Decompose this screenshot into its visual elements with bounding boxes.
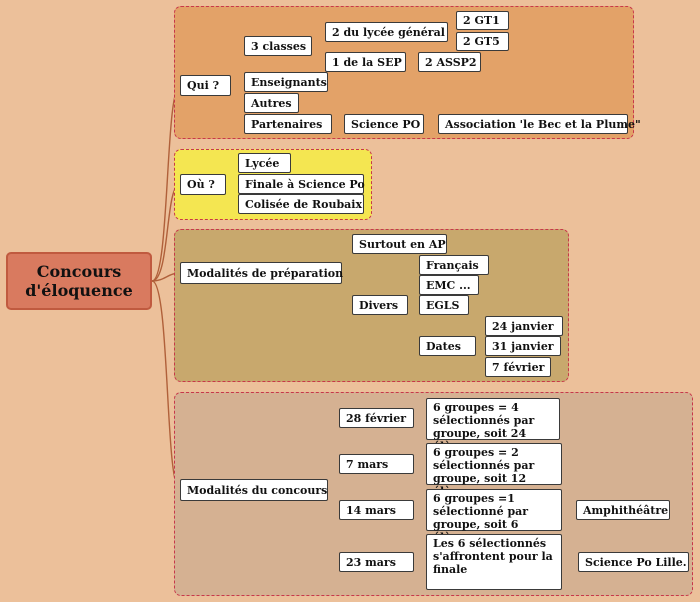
colisee-node[interactable]: Colisée de Roubaix xyxy=(238,194,364,214)
enseignants-node[interactable]: Enseignants xyxy=(244,72,328,92)
surtout-ap-node[interactable]: Surtout en AP xyxy=(352,234,447,254)
trois-classes-node[interactable]: 3 classes xyxy=(244,36,312,56)
dates-node[interactable]: Dates xyxy=(419,336,476,356)
date-14-mars-node[interactable]: 14 mars xyxy=(339,500,414,520)
ou-node[interactable]: Où ? xyxy=(180,174,226,195)
d3-description-node[interactable]: 6 groupes =1 sélectionné par groupe, soi… xyxy=(426,489,562,544)
date-7-fevrier-node[interactable]: 7 février xyxy=(485,357,551,377)
autres-node[interactable]: Autres xyxy=(244,93,299,113)
association-node[interactable]: Association 'le Bec et la Plume" xyxy=(438,114,641,134)
lycee-general-node[interactable]: 2 du lycée général xyxy=(325,22,448,42)
root-topic[interactable]: Concours d'éloquence xyxy=(6,252,152,310)
date-31-janvier-node[interactable]: 31 janvier xyxy=(485,336,561,356)
gt5-node[interactable]: 2 GT5 xyxy=(456,32,509,51)
divers-node[interactable]: Divers xyxy=(352,295,408,315)
date-24-janvier-node[interactable]: 24 janvier xyxy=(485,316,563,336)
gt1-node[interactable]: 2 GT1 xyxy=(456,11,509,30)
date-23-mars-node[interactable]: 23 mars xyxy=(339,552,414,572)
science-po-lille-node[interactable]: Science Po Lille. xyxy=(578,552,689,572)
finale-node[interactable]: Finale à Science Po xyxy=(238,174,365,194)
d2-description-node[interactable]: 6 groupes = 2 sélectionnés par groupe, s… xyxy=(426,443,562,498)
science-po-node[interactable]: Science PO xyxy=(344,114,424,134)
assp2-node[interactable]: 2 ASSP2 xyxy=(418,52,481,72)
sep-node[interactable]: 1 de la SEP xyxy=(325,52,406,72)
d1-description-node[interactable]: 6 groupes = 4 sélectionnés par groupe, s… xyxy=(426,398,560,453)
francais-node[interactable]: Français xyxy=(419,255,489,275)
qui-node[interactable]: Qui ? xyxy=(180,75,231,96)
lycee-node[interactable]: Lycée xyxy=(238,153,291,173)
amphitheatre-node[interactable]: Amphithéâtre xyxy=(576,500,670,520)
partenaires-node[interactable]: Partenaires xyxy=(244,114,332,134)
date-28-fevrier-node[interactable]: 28 février xyxy=(339,408,414,428)
egls-node[interactable]: EGLS xyxy=(419,295,469,315)
d4-description-node[interactable]: Les 6 sélectionnés s'affrontent pour la … xyxy=(426,534,562,590)
concours-node[interactable]: Modalités du concours xyxy=(180,479,328,501)
preparation-node[interactable]: Modalités de préparation xyxy=(180,262,343,284)
date-7-mars-node[interactable]: 7 mars xyxy=(339,454,414,474)
emc-node[interactable]: EMC ... xyxy=(419,275,479,295)
